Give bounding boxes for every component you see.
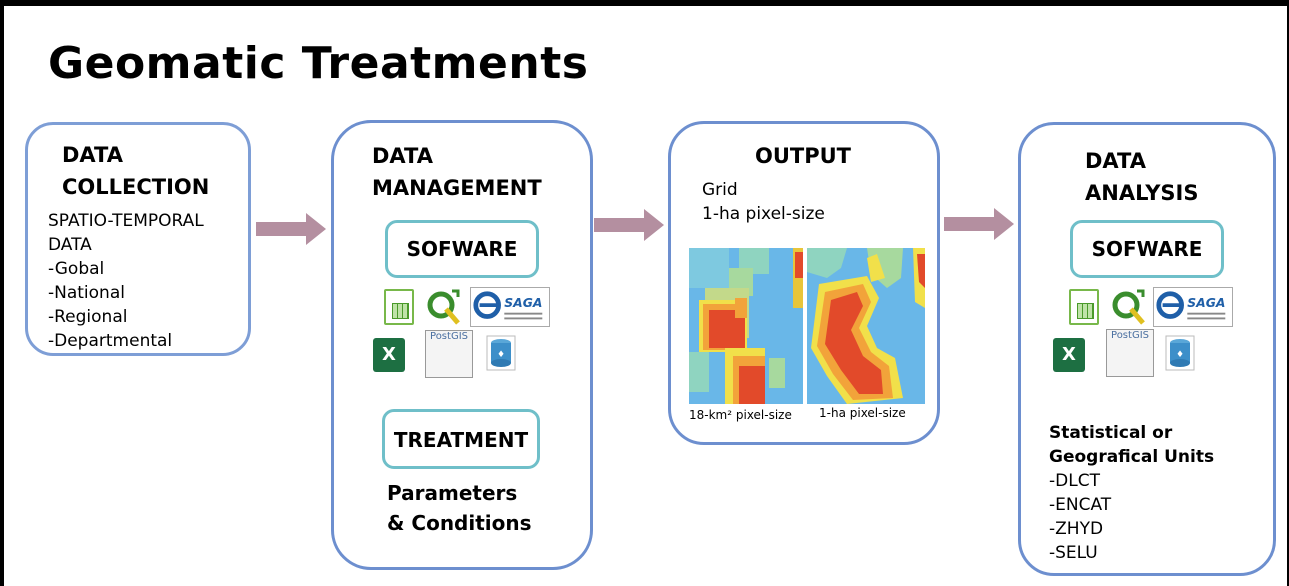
analysis-heading-1: DATA — [1085, 149, 1147, 173]
spreadsheet-icon — [384, 289, 414, 325]
data-analysis-box: DATA ANALYSIS SOFWARE SAGA X PostGIS ♦ S… — [1018, 122, 1276, 576]
arrow-2 — [594, 209, 664, 241]
svg-text:♦: ♦ — [497, 350, 505, 360]
treatment-box: TREATMENT — [382, 409, 540, 469]
saga-label: SAGA — [1187, 296, 1225, 310]
collection-line: -National — [48, 283, 125, 303]
excel-icon: X — [1053, 338, 1085, 372]
data-collection-box: DATA COLLECTION SPATIO-TEMPORAL DATA -Go… — [25, 122, 251, 356]
output-line-1: Grid — [702, 180, 738, 200]
caption-fine: 1-ha pixel-size — [819, 406, 906, 420]
software-box: SOFWARE — [1070, 220, 1224, 278]
units-heading-1: Statistical or — [1049, 423, 1173, 443]
postgis-icon: PostGIS — [425, 330, 473, 378]
collection-heading-2: COLLECTION — [62, 175, 210, 199]
saga-label: SAGA — [504, 296, 542, 310]
units-heading-2: Geografical Units — [1049, 447, 1215, 467]
collection-line: DATA — [48, 235, 92, 255]
qgis-icon — [424, 287, 462, 327]
collection-heading-1: DATA — [62, 143, 124, 167]
collection-line: SPATIO-TEMPORAL — [48, 211, 204, 231]
output-box: OUTPUT Grid 1-ha pixel-size 18-km² pixel… — [668, 121, 940, 445]
database-icon: ♦ — [486, 335, 516, 371]
collection-line: -Regional — [48, 307, 128, 327]
management-heading-1: DATA — [372, 144, 434, 168]
qgis-icon — [1109, 287, 1147, 327]
saga-icon: SAGA — [1153, 287, 1233, 327]
arrow-1 — [256, 213, 326, 245]
postgis-icon: PostGIS — [1106, 329, 1154, 377]
fine-grid-map — [807, 248, 925, 404]
params-line-1: Parameters — [387, 481, 518, 505]
svg-text:♦: ♦ — [1176, 350, 1184, 360]
analysis-heading-2: ANALYSIS — [1085, 181, 1199, 205]
excel-label: X — [382, 344, 396, 365]
data-management-box: DATA MANAGEMENT SOFWARE SAGA X PostGIS ♦… — [331, 120, 593, 570]
postgis-label: PostGIS — [430, 331, 468, 342]
management-heading-2: MANAGEMENT — [372, 176, 542, 200]
database-icon: ♦ — [1165, 335, 1195, 371]
collection-line: -Departmental — [48, 331, 173, 351]
software-box: SOFWARE — [385, 220, 539, 278]
unit-item: -ZHYD — [1049, 519, 1104, 539]
unit-item: -DLCT — [1049, 471, 1100, 491]
collection-line: -Gobal — [48, 259, 105, 279]
unit-item: -ENCAT — [1049, 495, 1112, 515]
excel-label: X — [1062, 344, 1076, 365]
output-heading: OUTPUT — [755, 144, 851, 168]
excel-icon: X — [373, 338, 405, 372]
page-title: Geomatic Treatments — [48, 38, 589, 89]
coarse-grid-map — [689, 248, 803, 404]
output-line-2: 1-ha pixel-size — [702, 204, 825, 224]
spreadsheet-icon — [1069, 289, 1099, 325]
arrow-3 — [944, 208, 1014, 240]
caption-coarse: 18-km² pixel-size — [689, 408, 792, 422]
saga-icon: SAGA — [470, 287, 550, 327]
unit-item: -SELU — [1049, 543, 1098, 563]
postgis-label: PostGIS — [1111, 330, 1149, 341]
params-line-2: & Conditions — [387, 511, 532, 535]
